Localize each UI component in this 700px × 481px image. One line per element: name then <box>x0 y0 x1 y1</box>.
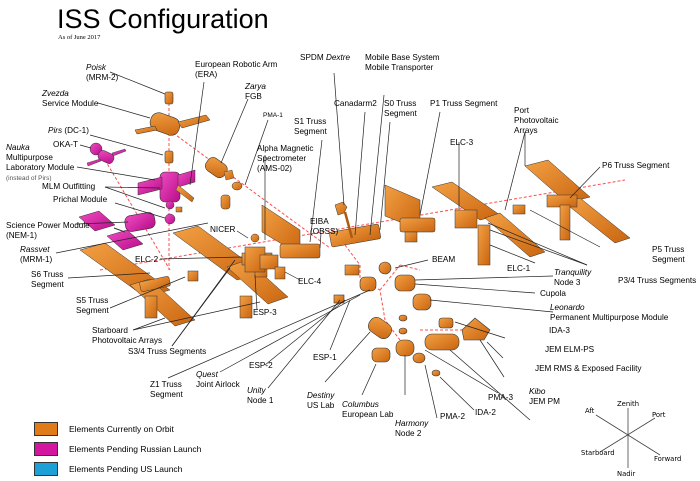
label-pma2: PMA-2 <box>440 412 466 421</box>
legend-swatch-blue <box>34 461 58 476</box>
poisk-module <box>164 91 174 105</box>
label-beam: BEAM <box>432 255 456 264</box>
pma1-adapter <box>231 181 243 191</box>
starboard-inner-arrays <box>172 225 289 319</box>
s0-and-mbs <box>329 201 381 276</box>
label-elc3: ELC-3 <box>450 138 474 147</box>
zvezda-module <box>134 112 211 136</box>
label-ida3: IDA-3 <box>549 326 570 335</box>
prichal-module <box>164 206 183 225</box>
compass-starboard: Starboard <box>581 449 615 457</box>
label-poisk: Poisk(MRM-2) <box>86 63 119 82</box>
label-cupola: Cupola <box>540 289 566 298</box>
label-pirs: Pirs (DC-1) <box>48 126 89 135</box>
label-elc2: ELC-2 <box>135 255 159 264</box>
starboard-outer-arrays <box>79 242 196 327</box>
compass-zenith: Zenith <box>617 400 640 408</box>
page-title: ISS Configuration <box>57 4 269 34</box>
compass-forward: Forward <box>654 455 682 463</box>
leader-lines <box>55 71 601 421</box>
label-nicer: NICER <box>210 225 236 234</box>
compass-aft: Aft <box>585 407 595 415</box>
label-p34-truss: P3/4 Truss Segments <box>618 276 697 285</box>
label-prichal: Prichal Module <box>53 195 108 204</box>
label-jem-elm-ps: JEM ELM-PS <box>545 345 595 354</box>
label-dextre: SPDM Dextre <box>300 53 351 62</box>
legend-item-pending-russian: Elements Pending Russian Launch <box>34 440 201 457</box>
label-p1-truss: P1 Truss Segment <box>430 99 498 108</box>
page-subtitle: As of June 2017 <box>58 34 101 41</box>
label-elc4: ELC-4 <box>298 277 322 286</box>
legend-item-on-orbit: Elements Currently on Orbit <box>34 420 174 437</box>
label-pma3: PMA-3 <box>488 393 514 402</box>
us-modules <box>333 261 491 377</box>
label-elc1: ELC-1 <box>507 264 531 273</box>
legend-swatch-magenta <box>34 441 58 456</box>
label-era: European Robotic Arm(ERA) <box>195 60 278 79</box>
label-oka-t: OKA-T <box>53 140 79 149</box>
science-power-module <box>78 210 156 251</box>
label-esp2: ESP-2 <box>249 361 273 370</box>
p5-segment <box>512 204 526 215</box>
label-mlm-outfitting: MLM Outfitting <box>42 182 96 191</box>
orientation-compass <box>595 408 661 468</box>
compass-port: Port <box>652 411 666 419</box>
label-eiba: EIBA(OBSS) <box>310 217 339 236</box>
okat-module <box>86 142 127 167</box>
label-science-power-module: Science Power Module(NEM-1) <box>6 221 90 240</box>
label-esp1: ESP-1 <box>313 353 337 362</box>
pirs-module <box>164 150 174 164</box>
label-canadarm2: Canadarm2 <box>334 99 377 108</box>
label-jem-rms: JEM RMS & Exposed Facility <box>535 364 642 373</box>
legend-item-pending-us: Elements Pending US Launch <box>34 460 182 477</box>
label-pma1: PMA-1 <box>263 112 283 119</box>
legend-swatch-orange <box>34 421 58 436</box>
rassvet-module <box>220 194 231 210</box>
port-inner-arrays <box>431 181 546 266</box>
nicer-elc-cluster <box>244 233 286 280</box>
s5-segment <box>187 270 199 282</box>
label-esp3: ESP-3 <box>253 308 277 317</box>
label-s34-truss: S3/4 Truss Segments <box>128 347 207 356</box>
label-p6-truss: P6 Truss Segment <box>602 161 670 170</box>
label-ida2: IDA-2 <box>475 408 496 417</box>
p1-radiators <box>384 184 436 243</box>
compass-nadir: Nadir <box>617 470 636 478</box>
zarya-module <box>205 157 235 181</box>
port-outer-arrays <box>524 159 631 244</box>
nauka-module <box>137 169 196 210</box>
label-rassvet: Rassvet(MRM-1) <box>20 245 53 264</box>
